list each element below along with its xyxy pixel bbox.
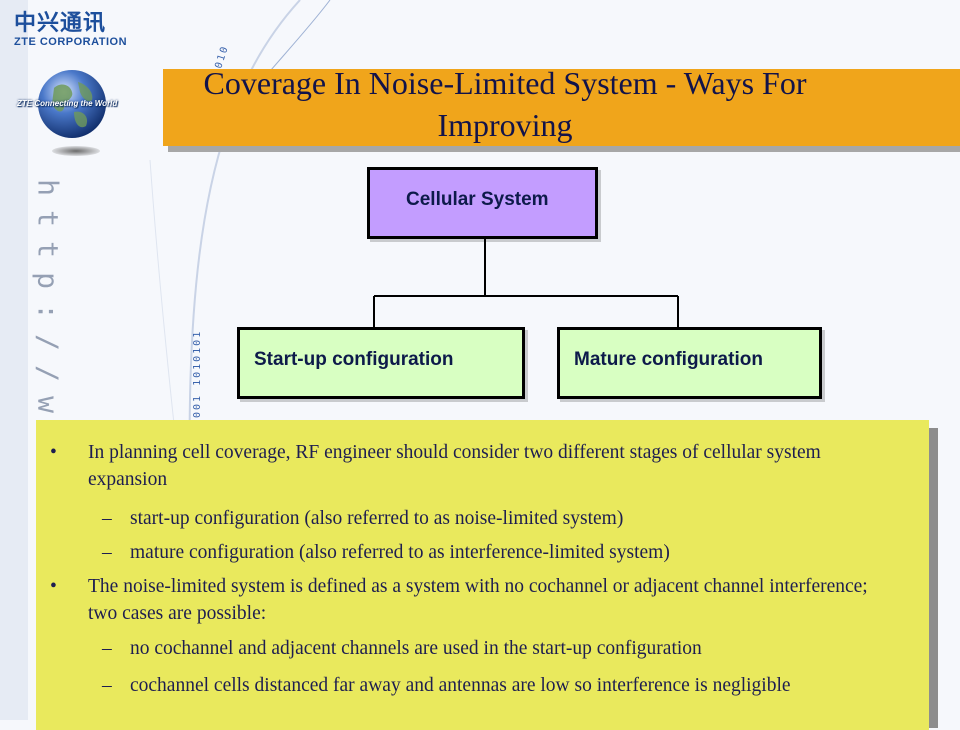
bullet-text: start-up configuration (also referred to… bbox=[130, 508, 624, 529]
bullet-marker: • bbox=[50, 576, 57, 597]
bullet-item: • The noise-limited system is defined as… bbox=[50, 573, 878, 627]
slide-title: Coverage In Noise-Limited System - Ways … bbox=[203, 65, 807, 143]
globe-icon bbox=[38, 70, 106, 138]
diagram-mature-box: Mature configuration bbox=[557, 327, 822, 399]
company-logo: 中兴通讯 ZTE CORPORATION bbox=[14, 12, 127, 49]
logo-chinese-text: 中兴通讯 bbox=[14, 11, 107, 36]
bullet-text: The noise-limited system is defined as a… bbox=[88, 576, 868, 624]
logo-english-text: ZTE CORPORATION bbox=[14, 36, 128, 48]
globe-caption: ZTE Connecting the World bbox=[17, 99, 118, 108]
bullet-item: – cochannel cells distanced far away and… bbox=[102, 672, 860, 699]
bullet-marker: • bbox=[50, 442, 57, 463]
diagram-root-box: Cellular System bbox=[367, 167, 598, 239]
bullet-text: cochannel cells distanced far away and a… bbox=[130, 675, 791, 696]
left-decor-strip bbox=[0, 0, 28, 720]
bullet-text: mature configuration (also referred to a… bbox=[130, 542, 670, 563]
bullet-item: – no cochannel and adjacent channels are… bbox=[102, 635, 890, 662]
bullet-item: – start-up configuration (also referred … bbox=[102, 505, 890, 532]
bullet-item: – mature configuration (also referred to… bbox=[102, 539, 890, 566]
bullet-marker: – bbox=[102, 542, 112, 563]
bullet-text: In planning cell coverage, RF engineer s… bbox=[88, 442, 821, 490]
bullet-text: no cochannel and adjacent channels are u… bbox=[130, 638, 702, 659]
bullet-marker: – bbox=[102, 638, 112, 659]
bullet-marker: – bbox=[102, 508, 112, 529]
title-bar bbox=[163, 69, 960, 146]
globe-shadow bbox=[52, 146, 100, 156]
bullet-marker: – bbox=[102, 675, 112, 696]
text-panel bbox=[36, 420, 929, 730]
diagram-startup-box: Start-up configuration bbox=[237, 327, 525, 399]
bullet-item: • In planning cell coverage, RF engineer… bbox=[50, 439, 878, 493]
